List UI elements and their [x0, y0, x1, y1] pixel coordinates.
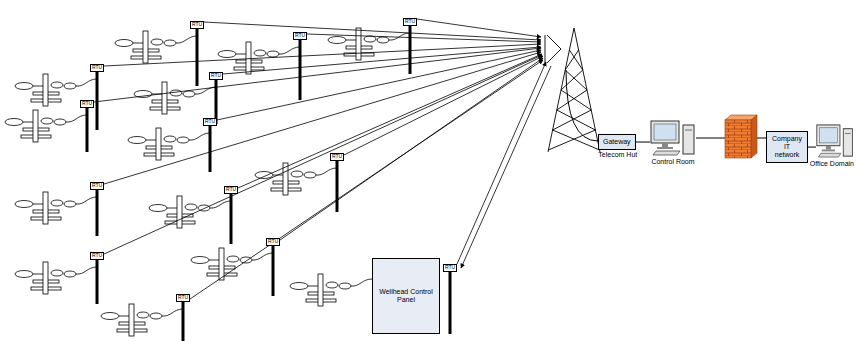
rtu-label: RTU — [226, 187, 236, 193]
radio-arrow — [190, 60, 543, 299]
pole — [182, 301, 185, 341]
pole — [96, 189, 99, 236]
pole — [299, 39, 302, 100]
radio-arrow — [238, 54, 542, 188]
rtu-label: RTU — [332, 154, 342, 160]
rtu-box: RTU — [90, 252, 104, 260]
wellhead-symbol — [191, 248, 273, 280]
radio-arrow — [104, 55, 542, 254]
control-panel-box: Wellhead Control Panel — [372, 258, 440, 334]
pole — [449, 271, 452, 334]
wellhead-symbol — [15, 74, 97, 106]
rtu-label: RTU — [92, 253, 102, 259]
radio-arrow — [417, 19, 541, 37]
caption-label: Office Domain — [810, 160, 854, 168]
wellhead-symbol — [255, 163, 337, 195]
radio-tower — [545, 28, 600, 152]
computer-drawing — [816, 124, 854, 158]
rtu-box: RTU — [403, 18, 417, 26]
computer-drawing — [650, 120, 696, 156]
pole — [336, 160, 339, 212]
radio-arrow — [104, 52, 541, 184]
wellhead-symbol — [328, 28, 410, 60]
rtu-box: RTU — [293, 32, 307, 40]
wellhead-symbol — [149, 196, 231, 228]
wellhead-symbol — [101, 304, 183, 336]
rtu-box: RTU — [224, 186, 238, 194]
rtu-box: RTU — [330, 153, 344, 161]
rtu-box: RTU — [443, 264, 457, 272]
rtu-poles — [87, 25, 450, 341]
tower-cable — [566, 70, 598, 141]
rtu-label: RTU — [92, 65, 102, 71]
radio-arrow — [344, 56, 543, 155]
rtu-label: RTU — [82, 101, 92, 107]
wellhead-symbol — [15, 192, 97, 224]
network-link — [636, 142, 650, 143]
pole — [86, 107, 89, 152]
network-box: Company IT network — [766, 131, 808, 163]
pole — [209, 125, 212, 172]
pole — [272, 245, 275, 296]
rtu-box: RTU — [266, 238, 280, 246]
rtu-box: RTU — [209, 72, 223, 80]
radio-arrow — [217, 50, 541, 120]
rtu-box: RTU — [80, 100, 94, 108]
panel-label: Wellhead Control Panel — [376, 288, 436, 304]
rtu-box: RTU — [190, 21, 204, 29]
rtu-label: RTU — [405, 19, 415, 25]
radio-arrow — [104, 44, 541, 66]
wellhead-symbols — [5, 28, 410, 336]
rtu-label: RTU — [192, 22, 202, 28]
radio-arrow — [461, 66, 551, 268]
radio-arrow — [457, 62, 546, 264]
rtu-label: RTU — [211, 73, 221, 79]
radio-links — [94, 19, 551, 299]
rtu-box: RTU — [203, 118, 217, 126]
caption-label: Telecom Hut — [598, 151, 637, 159]
wellhead-symbol — [15, 262, 97, 294]
pole — [409, 25, 412, 74]
rtu-label: RTU — [178, 295, 188, 301]
wellhead-symbol — [5, 110, 87, 142]
box-label: Company IT network — [771, 135, 803, 159]
rtu-label: RTU — [445, 265, 455, 271]
wellhead-symbol — [115, 31, 197, 63]
wellhead-symbol — [128, 128, 210, 160]
rtu-label: RTU — [92, 183, 102, 189]
wellhead-symbol — [290, 274, 372, 306]
rtu-label: RTU — [295, 33, 305, 39]
radio-arrow — [307, 34, 541, 42]
rtu-box: RTU — [90, 182, 104, 190]
radio-arrow — [204, 22, 541, 40]
pole — [196, 28, 199, 86]
rtu-box: RTU — [90, 64, 104, 72]
computer-icon: Office Domain — [816, 124, 854, 158]
wellhead-symbol — [134, 82, 216, 114]
rtu-label: RTU — [268, 239, 278, 245]
computer-icon: Control Room — [650, 120, 696, 156]
pole — [96, 259, 99, 304]
radio-arrow — [94, 48, 541, 102]
pole — [96, 71, 99, 130]
firewall-icon — [725, 115, 757, 158]
network-box: GatewayTelecom Hut — [598, 134, 636, 150]
box-label: Gateway — [603, 138, 631, 146]
rtu-label: RTU — [205, 119, 215, 125]
network-link — [808, 147, 816, 148]
caption-label: Control Room — [651, 158, 694, 166]
rtu-box: RTU — [176, 294, 190, 302]
pole — [230, 193, 233, 244]
